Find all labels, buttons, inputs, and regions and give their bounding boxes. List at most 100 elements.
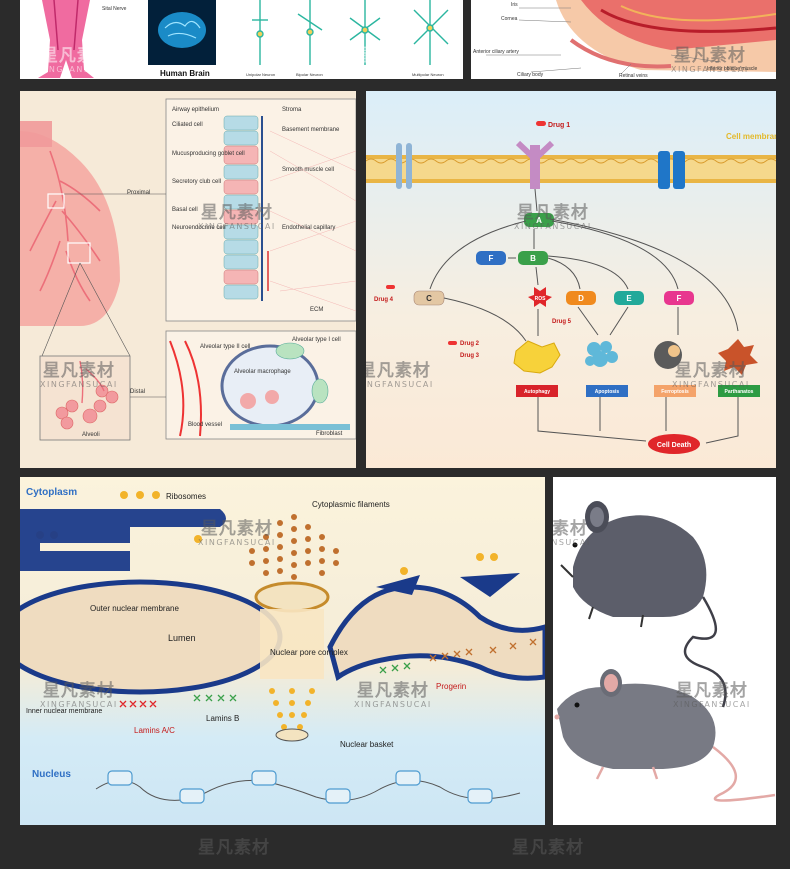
- panel-nervous-system: Sital Nerve Human Brain Unipolar Neuron …: [20, 0, 463, 79]
- label-endothelial: Endothelial capillary: [282, 225, 335, 231]
- label-alv2: Alveolar type II cell: [200, 344, 250, 350]
- neuron-label-1: Unipolar Neuron: [246, 72, 275, 77]
- inner-membrane-label: Inner nuclear membrane: [26, 708, 102, 715]
- lamins-ac-label: Lamins A/C: [134, 726, 175, 735]
- autophagy-cell: [513, 340, 561, 374]
- outcome-parthanatos: [718, 385, 760, 397]
- node-a: [524, 213, 554, 227]
- eye-illustration: Iris Cornea Anterior ciliary artery Cili…: [473, 0, 776, 79]
- drug2-label: Drug 2: [460, 341, 480, 347]
- parthanatos-cell: [718, 339, 758, 375]
- panel-eye-anatomy: Iris Cornea Anterior ciliary artery Cili…: [471, 0, 776, 79]
- node-e-label: E: [626, 294, 632, 303]
- mice-illustration: [554, 501, 776, 802]
- panel-cell-death-pathway: Drug 1 Cell membrane A F B C D E F ROS: [366, 91, 776, 468]
- lung-shape: [20, 131, 120, 326]
- node-e: [614, 291, 644, 305]
- nuclear-basket: [269, 688, 315, 730]
- lung-diagram: Alveoli Proximal Airway epithelium Strom…: [20, 98, 356, 441]
- eye-label: Retinal veins: [619, 73, 648, 79]
- legs-figure: [38, 0, 94, 78]
- cytoplasmic-filaments: [249, 514, 339, 580]
- node-d: [566, 291, 596, 305]
- outcome-apoptosis-label: Apoptosis: [595, 389, 620, 395]
- filaments-label: Cytoplasmic filaments: [312, 500, 390, 509]
- node-f2-label: F: [677, 294, 682, 303]
- node-d-label: D: [578, 294, 584, 303]
- eye-label: Cornea: [501, 16, 518, 22]
- node-b-label: B: [530, 254, 536, 263]
- outcome-autophagy-label: Autophagy: [524, 389, 550, 395]
- watermark: 星凡素材: [198, 838, 270, 858]
- blood-vessel: [169, 340, 202, 437]
- lumen-label: Lumen: [168, 633, 196, 643]
- eye-label: Iris: [511, 2, 518, 8]
- ribosomes-label: Ribosomes: [166, 492, 206, 501]
- outcome-apoptosis: [586, 385, 628, 397]
- eye-label: Ciliary body: [517, 72, 544, 78]
- mouse-dark-body: [573, 515, 707, 617]
- nerve-label: Sital Nerve: [102, 6, 127, 12]
- cell-death-node: [648, 434, 700, 454]
- cell-death-label: Cell Death: [657, 442, 691, 449]
- label-ciliated: Ciliated cell: [172, 122, 203, 128]
- node-f2: [664, 291, 694, 305]
- right-envelope: [327, 584, 545, 682]
- drug5-label: Drug 5: [552, 319, 572, 325]
- er-membrane: [20, 509, 226, 571]
- cytoplasm-label: Cytoplasm: [26, 487, 77, 498]
- panel-lung-cells: Alveoli Proximal Airway epithelium Strom…: [20, 91, 356, 468]
- nuclear-envelope-diagram: Cytoplasm Ribosomes Lumen Outer nuclear …: [20, 487, 545, 804]
- proximal-label: Proximal: [127, 190, 150, 196]
- label-stroma: Stroma: [282, 107, 302, 113]
- progerin-label: Progerin: [436, 682, 466, 691]
- mouse-grey: [554, 669, 776, 802]
- distal-label: Distal: [130, 389, 145, 395]
- label-mucus: Mucusproducing goblet cell: [172, 151, 245, 157]
- pore-label: Nuclear pore complex: [270, 648, 348, 657]
- node-f1-label: F: [489, 254, 494, 263]
- outcome-parthanatos-label: Parthanatos: [725, 389, 754, 395]
- apoptosis-cell: [585, 341, 618, 367]
- drug1-label: Drug 1: [548, 122, 570, 129]
- chromatin-fiber: [95, 779, 521, 802]
- panel-nuclear-envelope: Cytoplasm Ribosomes Lumen Outer nuclear …: [20, 477, 545, 825]
- alveoli-label: Alveoli: [82, 432, 100, 438]
- node-c-label: C: [426, 294, 432, 303]
- ros-label: ROS: [535, 296, 547, 302]
- alveolus: [220, 344, 320, 428]
- label-basal: Basal cell: [172, 207, 198, 213]
- neuron-label-3: Multipolar Neuron: [412, 72, 444, 77]
- eye-label: Anterior ciliary artery: [473, 49, 519, 55]
- label-secretory: Secretory club cell: [172, 179, 221, 185]
- eye-label: Inferior oblique muscle: [707, 66, 758, 72]
- outcome-ferroptosis: [654, 385, 696, 397]
- mouse-grey-body: [557, 683, 716, 769]
- mouse-dark: [560, 501, 727, 708]
- label-smooth: Smooth muscle cell: [282, 167, 334, 173]
- lumen: [20, 579, 283, 695]
- label-fibro: Fibroblast: [316, 431, 343, 437]
- drug4-label: Drug 4: [374, 297, 394, 303]
- pathway-arrows: [429, 188, 739, 444]
- brain-label: Human Brain: [160, 69, 210, 78]
- outer-membrane-label: Outer nuclear membrane: [90, 604, 179, 613]
- lamins-b-label: Lamins B: [206, 714, 239, 723]
- label-alv1: Alveolar type I cell: [292, 337, 341, 343]
- watermark: 星凡素材: [512, 838, 584, 858]
- basket-label: Nuclear basket: [340, 740, 394, 749]
- nervous-system-illustration: Sital Nerve Human Brain Unipolar Neuron …: [38, 0, 449, 78]
- lamins-b: [193, 662, 411, 702]
- ros-burst: [528, 287, 552, 307]
- label-ecm: ECM: [310, 307, 323, 313]
- cell-membrane-label: Cell membrane: [726, 132, 776, 141]
- nucleus-label: Nucleus: [32, 769, 71, 780]
- neurons: [252, 0, 449, 65]
- label-basement: Basement membrane: [282, 127, 340, 133]
- label-macro: Alveolar macrophage: [234, 369, 291, 375]
- neuron-label-2: Bipolar Neuron: [296, 72, 323, 77]
- node-f1: [476, 251, 506, 265]
- node-a-label: A: [536, 216, 542, 225]
- nuclear-pore: [254, 581, 330, 613]
